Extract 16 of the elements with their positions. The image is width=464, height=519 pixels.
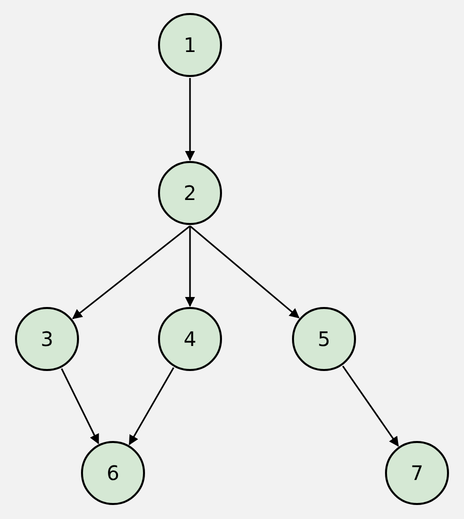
arrow bbox=[128, 367, 174, 446]
arrow bbox=[185, 78, 195, 161]
arrow bbox=[342, 366, 399, 447]
node-number: 5 bbox=[318, 329, 330, 349]
node-number: 1 bbox=[184, 35, 196, 55]
circle-node bbox=[292, 307, 356, 371]
circle-node bbox=[15, 307, 79, 371]
arrow bbox=[189, 225, 300, 318]
node-number: 4 bbox=[184, 329, 196, 349]
node-number: 6 bbox=[106, 463, 120, 483]
arrow bbox=[185, 226, 195, 307]
node-number: 7 bbox=[410, 463, 424, 483]
node-number: 3 bbox=[40, 329, 54, 349]
arrow bbox=[72, 225, 190, 320]
arrow bbox=[60, 368, 100, 444]
node-number: 2 bbox=[184, 183, 196, 203]
